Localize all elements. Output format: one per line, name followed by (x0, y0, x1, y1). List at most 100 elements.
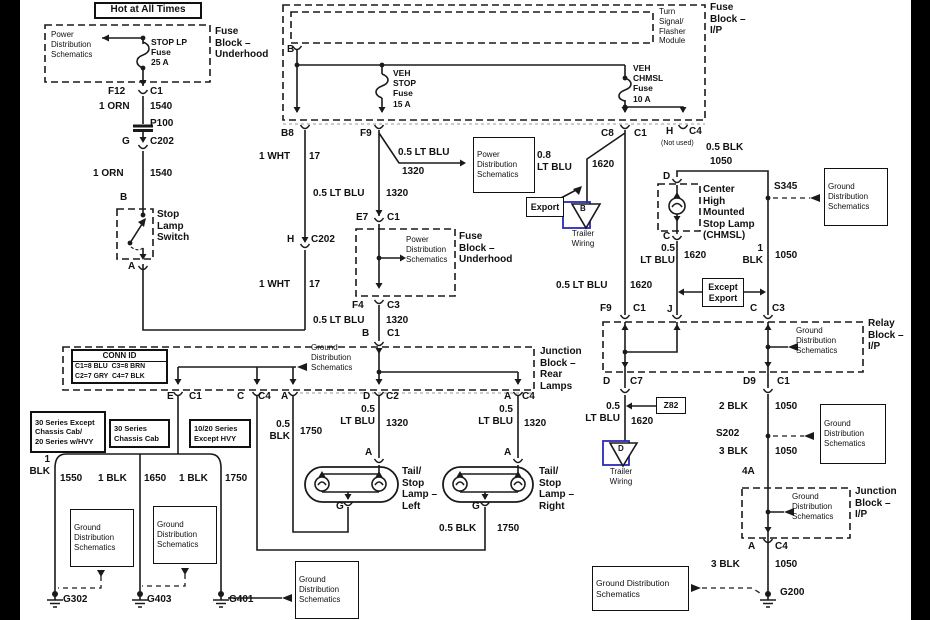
wire-1blk-a: 1 BLK (29, 454, 50, 477)
pin-a-jb1: A (281, 391, 289, 402)
wire-05blk-right: 0.5 BLK (439, 523, 477, 534)
ckt-1050-d: 1050 (775, 446, 798, 457)
ckt-1050-a: 1050 (710, 156, 733, 167)
pin-a-lamp-left: A (365, 447, 373, 458)
splice-s202: S202 (716, 428, 740, 439)
splice-s345: S345 (774, 181, 798, 192)
ckt-1050-c: 1050 (775, 401, 798, 412)
export-tag: Export (526, 197, 564, 217)
series-tag-1020-label: 10/20 Series Except HVY (194, 424, 238, 443)
conn-c1-g: C1 (189, 391, 202, 402)
pin-c-chmsl: C (663, 231, 671, 242)
wire-1orn-a: 1 ORN (99, 101, 130, 112)
ckt-1320-a: 1320 (386, 188, 409, 199)
ckt-1620-a: 1620 (592, 159, 615, 170)
hot-at-all-times-box-label: Hot at All Times (110, 4, 186, 16)
conn-id-row: C1=8 BLU C3=8 BRN (75, 363, 146, 371)
ref-power-dist-schematics-1: Power Distribution Schematics (51, 30, 93, 59)
wire-3blk-a: 3 BLK (719, 446, 748, 457)
wire-08ltblu: 0.8 LT BLU (537, 150, 572, 173)
ground-dist-ref-box-s345: Ground Distribution Schematics (824, 168, 888, 226)
ckt-1050-e: 1050 (775, 559, 798, 570)
ckt-1620-c: 1620 (684, 250, 707, 261)
conn-c1-b: C1 (634, 128, 647, 139)
wire-05ltblu-left: 0.5 LT BLU (340, 404, 375, 427)
power-dist-ref-box-f9-label: Power Distribution Schematics (477, 150, 519, 179)
ckt-1320-d: 1320 (524, 418, 547, 429)
ground-g401: G401 (229, 594, 254, 605)
block-fuse-underhood-2: Fuse Block – Underhood (459, 231, 513, 265)
pin-c-jb: C (237, 391, 245, 402)
pin-a-lamp-right: A (504, 447, 512, 458)
power-dist-ref-box-f9: Power Distribution Schematics (473, 137, 535, 193)
series-tag-30-chassis-label: 30 Series Chassis Cab (114, 424, 160, 443)
ckt-1750-c: 1750 (225, 473, 248, 484)
p100-connector (133, 124, 153, 132)
pin-j: J (667, 304, 673, 315)
trailer-wiring-symbols (562, 201, 639, 468)
lamp-housings (304, 466, 534, 503)
series-tag-30-except: 30 Series Except Chassis Cab/ 20 Series … (30, 411, 106, 453)
conn-c2: C2 (386, 391, 399, 402)
conn-c1-d: C1 (387, 328, 400, 339)
trailer-letter-b: B (580, 204, 586, 213)
comp-turn-signal-flasher: Turn Signal/ Flasher Module (659, 7, 686, 46)
pin-a-switch: A (128, 261, 136, 272)
conn-c4-nu: C4 (689, 126, 702, 137)
wire-3blk-b: 3 BLK (711, 559, 740, 570)
ref-power-dist-schematics-3: Power Distribution Schematics (406, 235, 448, 264)
ckt-1540-a: 1540 (150, 101, 173, 112)
block-junction-ip: Junction Block – I/P (855, 486, 897, 520)
pin-c-relay: C (750, 303, 758, 314)
ref-ground-dist-rear: Ground Distribution Schematics (311, 343, 353, 372)
conn-c1-f: C1 (777, 376, 790, 387)
ckt-1750-b: 1750 (497, 523, 520, 534)
pin-e7: E7 (356, 212, 369, 223)
pin-d9: D9 (743, 376, 756, 387)
conn-c4-c: C4 (522, 391, 535, 402)
ground-dist-ref-box-s345-label: Ground Distribution Schematics (828, 182, 870, 211)
ground-dist-ref-box-g200: Ground Distribution Schematics (592, 566, 689, 611)
wire-1blk: 1 BLK (742, 243, 763, 266)
pin-a-jbip: A (748, 541, 756, 552)
ground-dist-ref-box-g302: Ground Distribution Schematics (70, 509, 134, 567)
arrowheads-and-dots (47, 34, 776, 608)
bulb-symbols (314, 197, 686, 492)
ckt-1750-a: 1750 (300, 426, 323, 437)
ground-dist-ref-box-s202-label: Ground Distribution Schematics (824, 419, 866, 448)
ref-ground-dist-relay: Ground Distribution Schematics (796, 326, 838, 355)
export-tag-label: Export (530, 201, 560, 212)
fuse-veh-chmsl: VEH CHMSL Fuse 10 A (633, 63, 664, 104)
ckt-1050-b: 1050 (775, 250, 798, 261)
pin-f9-a: F9 (360, 128, 372, 139)
pin-g-lamp-left: G (336, 501, 344, 512)
pin-b-jb: B (362, 328, 370, 339)
pin-d-chmsl: D (663, 171, 671, 182)
wire-05ltblu-c: 0.5 LT BLU (556, 280, 608, 291)
dashed-block-outlines (44, 4, 864, 539)
z82-tag: Z82 (656, 397, 686, 414)
conn-c4-b: C4 (258, 391, 271, 402)
reference-triangles (97, 186, 820, 602)
comp-chmsl: Center High Mounted Stop Lamp (CHMSL) (703, 184, 755, 241)
connector-glyphs (137, 45, 774, 544)
fuse-veh-stop: VEH STOP Fuse 15 A (393, 68, 416, 109)
ckt-1620-d: 1620 (631, 416, 654, 427)
wire-1blk-b: 1 BLK (98, 473, 127, 484)
ckt-1320-branch: 1320 (402, 166, 425, 177)
scan-border-right (911, 0, 930, 620)
wire-05ltblu-b: 0.5 LT BLU (313, 315, 365, 326)
ground-g200: G200 (780, 587, 805, 598)
wire-05ltblu-d: 0.5 LT BLU (640, 243, 675, 266)
ref-trailer-wiring-1: Trailer Wiring (571, 229, 595, 248)
wire-05ltblu-e: 0.5 LT BLU (585, 401, 620, 424)
pin-f9-b: F9 (600, 303, 612, 314)
except-export-tag: Except Export (702, 278, 744, 307)
ground-dist-ref-box-g401-label: Ground Distribution Schematics (299, 575, 341, 604)
ground-dist-ref-box-g200-label: Ground Distribution Schematics (596, 578, 670, 599)
scan-border-left (0, 0, 20, 620)
ref-ground-dist-jbip: Ground Distribution Schematics (792, 492, 834, 521)
pin-b8: B8 (281, 128, 294, 139)
